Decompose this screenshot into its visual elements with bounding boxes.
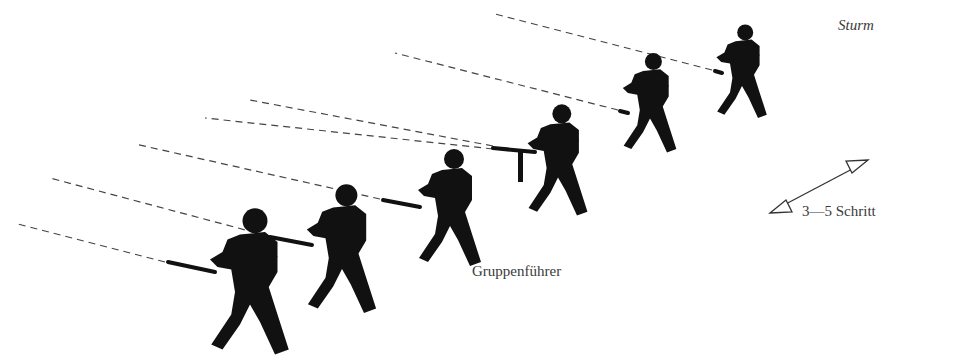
soldier-figure xyxy=(210,24,767,354)
leader-label: Gruppenführer xyxy=(472,262,561,280)
formation-label: Sturm xyxy=(838,16,874,34)
magazine xyxy=(518,150,523,182)
distance-label: 3—5 Schritt xyxy=(802,202,876,220)
